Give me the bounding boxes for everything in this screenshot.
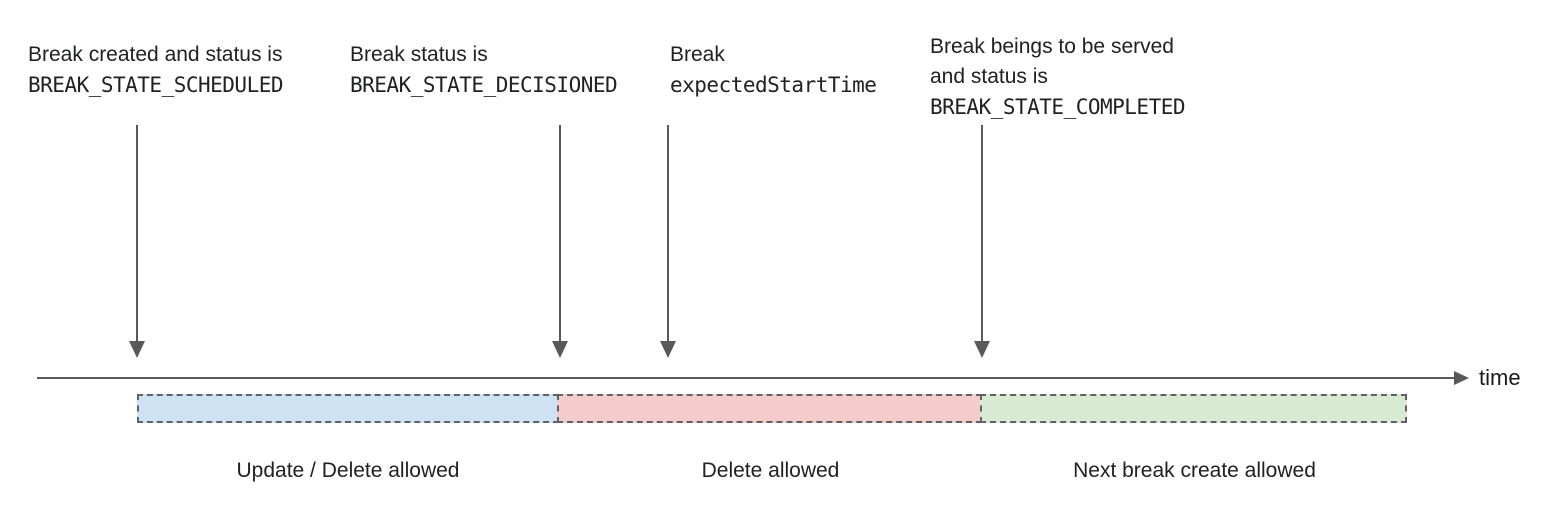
annotation-expected-start: Break expectedStartTime — [670, 40, 877, 100]
period-segments — [137, 394, 1407, 423]
segment-next-break — [980, 394, 1407, 423]
segment-label-update-delete: Update / Delete allowed — [236, 459, 460, 482]
segment-update-delete — [137, 394, 559, 423]
arrow-scheduled-head-icon — [129, 341, 145, 358]
arrow-scheduled-shaft — [136, 125, 138, 344]
arrow-expected-start-head-icon — [660, 341, 676, 358]
arrow-decisioned-shaft — [559, 125, 561, 344]
arrow-completed — [974, 125, 990, 358]
arrow-decisioned-head-icon — [552, 341, 568, 358]
annotation-decisioned: Break status is BREAK_STATE_DECISIONED — [350, 40, 618, 100]
annotation-completed-text2: and status is — [930, 65, 1048, 88]
annotation-decisioned-code: BREAK_STATE_DECISIONED — [350, 73, 618, 97]
arrow-decisioned — [552, 125, 568, 358]
time-axis-label: time — [1479, 365, 1521, 390]
time-axis-arrowhead-icon — [1454, 371, 1469, 385]
annotation-decisioned-text: Break status is — [350, 43, 488, 66]
annotation-expected-start-code: expectedStartTime — [670, 73, 877, 97]
time-axis-line — [37, 377, 1456, 379]
annotation-scheduled: Break created and status is BREAK_STATE_… — [28, 40, 284, 100]
annotation-completed-code: BREAK_STATE_COMPLETED — [930, 95, 1186, 119]
arrow-completed-head-icon — [974, 341, 990, 358]
arrow-scheduled — [129, 125, 145, 358]
annotation-completed: Break beings to be served and status is … — [930, 32, 1186, 122]
arrow-expected-start-shaft — [667, 125, 669, 344]
annotation-expected-start-text: Break — [670, 43, 725, 66]
segment-delete — [557, 394, 982, 423]
arrow-completed-shaft — [981, 125, 983, 344]
annotation-scheduled-code: BREAK_STATE_SCHEDULED — [28, 73, 284, 97]
arrow-expected-start — [660, 125, 676, 358]
segment-label-delete: Delete allowed — [701, 459, 840, 482]
segment-label-next-break: Next break create allowed — [1073, 459, 1316, 482]
annotation-completed-text: Break beings to be served — [930, 35, 1174, 58]
annotation-scheduled-text: Break created and status is — [28, 43, 283, 66]
